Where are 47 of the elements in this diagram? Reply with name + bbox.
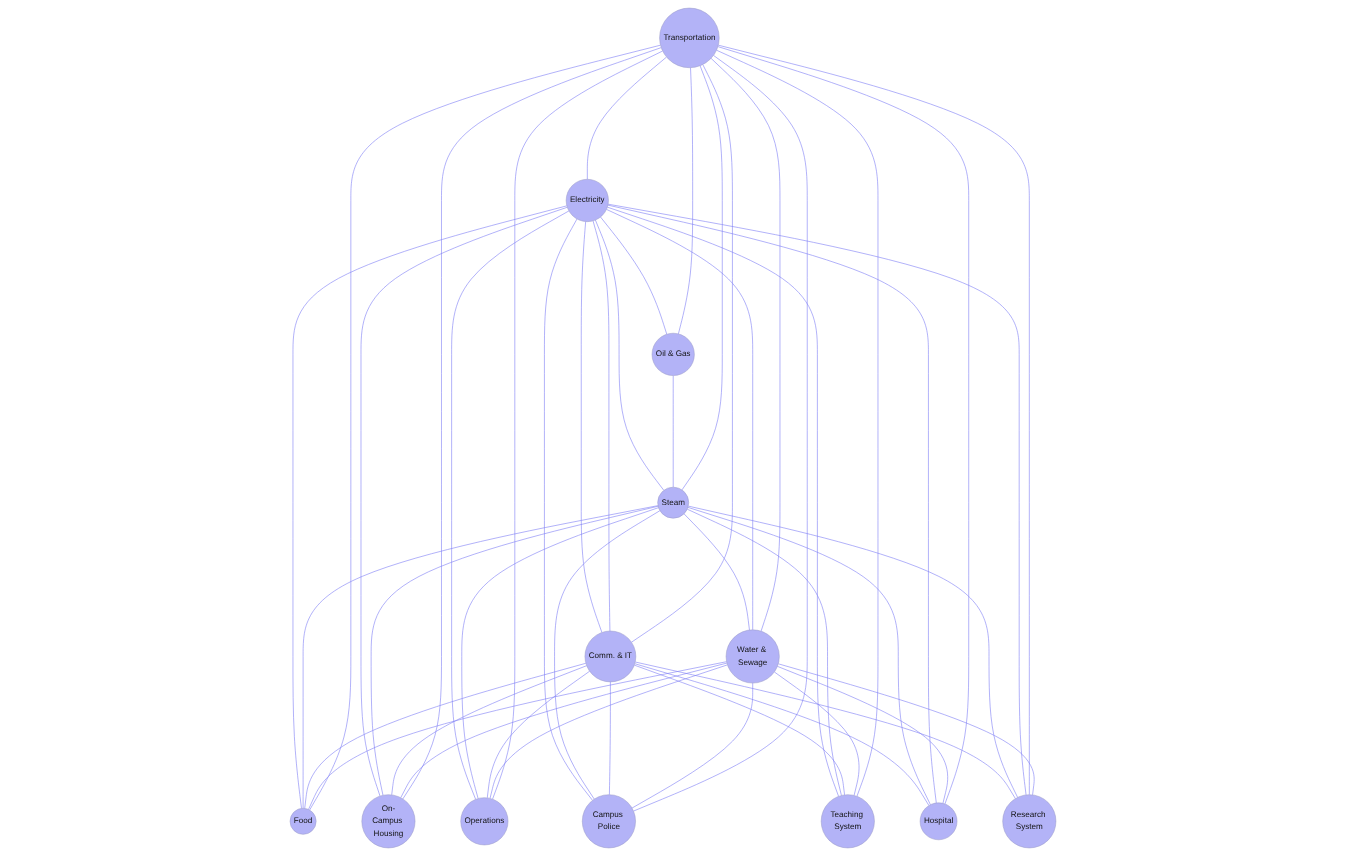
connector <box>774 671 860 796</box>
connector <box>717 46 970 805</box>
connector <box>678 67 693 335</box>
connector <box>592 220 611 632</box>
connector <box>402 47 662 800</box>
connector <box>400 662 728 798</box>
connector <box>710 58 781 632</box>
connector <box>486 670 590 799</box>
connector <box>634 664 845 796</box>
connector <box>687 507 931 806</box>
connector <box>672 375 674 488</box>
connector <box>609 681 611 795</box>
connector <box>302 505 659 809</box>
connector <box>683 513 750 631</box>
connector <box>370 505 659 796</box>
connector <box>607 203 1027 796</box>
connector <box>634 661 1016 799</box>
connector <box>587 56 667 180</box>
connector <box>718 44 1030 795</box>
connector <box>777 666 948 804</box>
connector <box>607 204 937 804</box>
connector <box>391 665 587 796</box>
connector <box>461 507 659 799</box>
connector <box>681 65 723 491</box>
connector <box>600 216 668 335</box>
connector <box>595 219 665 491</box>
connector <box>716 49 879 797</box>
connector <box>688 505 1018 798</box>
connector <box>687 508 842 796</box>
connector <box>308 661 727 810</box>
connector <box>606 209 753 631</box>
connector <box>580 221 603 633</box>
connector <box>309 44 661 811</box>
connector <box>778 663 1035 796</box>
connector <box>631 682 753 809</box>
connector <box>633 55 808 812</box>
connector <box>292 205 568 809</box>
connector <box>634 663 930 806</box>
connector <box>492 50 663 800</box>
connector <box>607 206 839 797</box>
connector <box>544 218 593 801</box>
connector <box>554 510 661 800</box>
connector <box>360 206 568 797</box>
connector <box>451 210 570 800</box>
connector <box>304 662 587 809</box>
connector <box>631 64 733 643</box>
connector <box>489 664 728 799</box>
